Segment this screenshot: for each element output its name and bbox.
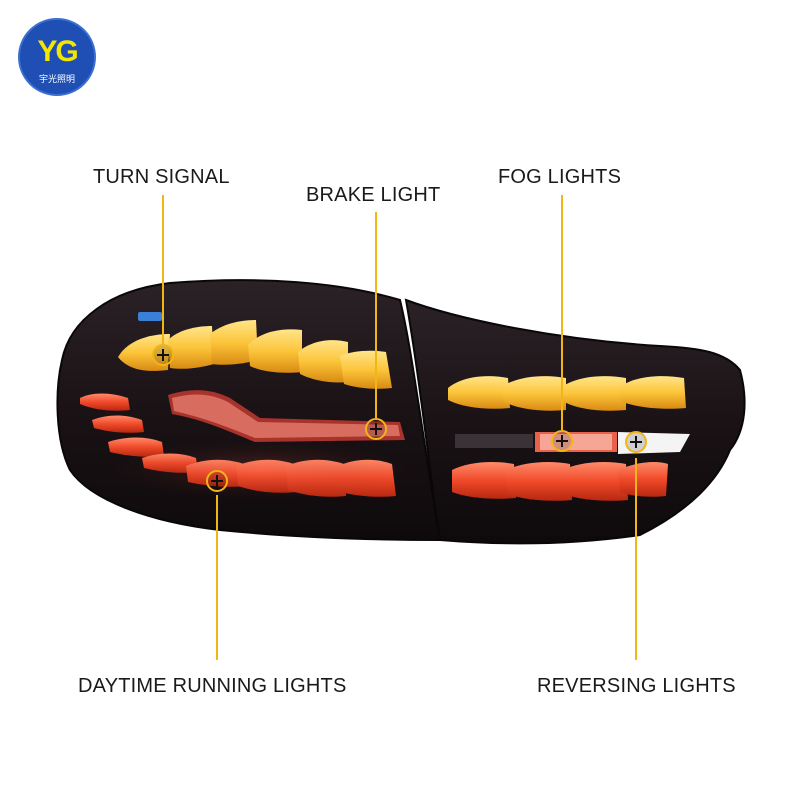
- label-brake-light: BRAKE LIGHT: [306, 184, 441, 206]
- label-turn-signal: TURN SIGNAL: [93, 166, 230, 188]
- label-fog-lights: FOG LIGHTS: [498, 166, 622, 188]
- fog-light-bar: [455, 434, 533, 448]
- fog-light-fins: [448, 376, 686, 411]
- right-tail-light: [404, 298, 746, 545]
- turn-signal-fins: [118, 320, 392, 389]
- sticker-icon: [138, 312, 162, 321]
- left-tail-light: [56, 279, 442, 542]
- marker-turn-signal: [152, 344, 174, 366]
- logo-text: 宇光照明: [38, 74, 75, 84]
- right-drl-fins: [452, 462, 668, 501]
- marker-reversing-lights: [625, 431, 647, 453]
- marker-brake-light: [365, 418, 387, 440]
- callout-lines: [162, 195, 637, 660]
- marker-daytime-running-lights: [206, 470, 228, 492]
- logo-mark: YG: [37, 35, 78, 68]
- marker-fog-lights: [551, 430, 573, 452]
- brand-logo: YG 宇光照明: [18, 18, 96, 96]
- label-reversing-lights: REVERSING LIGHTS: [537, 675, 736, 697]
- label-daytime-running-lights: DAYTIME RUNNING LIGHTS: [78, 675, 347, 697]
